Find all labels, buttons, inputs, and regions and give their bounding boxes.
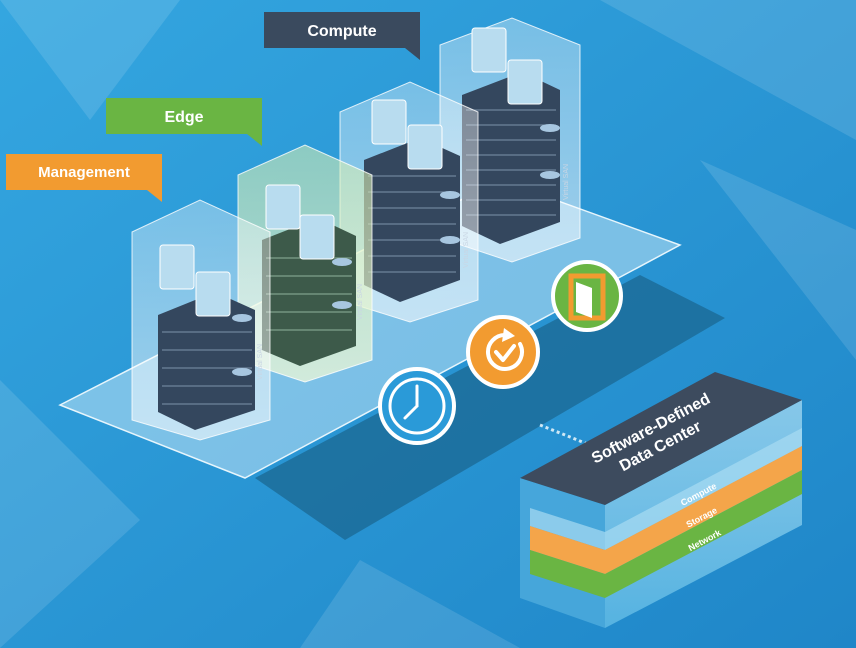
compute-rack-2-vsan-label: Virtual SAN (563, 164, 570, 200)
management-label-text: Management (38, 164, 130, 181)
network-lane (255, 275, 725, 540)
connector-line (539, 423, 591, 447)
edge-rack-vsan-label: Virtual SAN (357, 284, 364, 320)
compute-rack-1-vsan-label: Virtual SAN (463, 232, 470, 268)
sddc-top (520, 372, 802, 505)
edge-label: Edge (106, 98, 262, 146)
sddc-box: Software-Defined Data Center Compute Sto… (520, 372, 802, 628)
edge-rack: Virtual SAN (237, 144, 373, 383)
compute-label-text: Compute (307, 23, 376, 40)
compute-rack-1: Virtual SAN (339, 81, 479, 323)
refresh-check-icon (466, 315, 540, 389)
management-rack-vsan-label: Virtual SAN (257, 344, 264, 380)
edge-label-text: Edge (164, 109, 203, 126)
compute-label: Compute (264, 12, 420, 60)
clock-icon (378, 367, 456, 445)
management-rack: Virtual SAN (131, 199, 271, 441)
door-icon (551, 260, 623, 332)
management-label: Management (6, 154, 162, 202)
